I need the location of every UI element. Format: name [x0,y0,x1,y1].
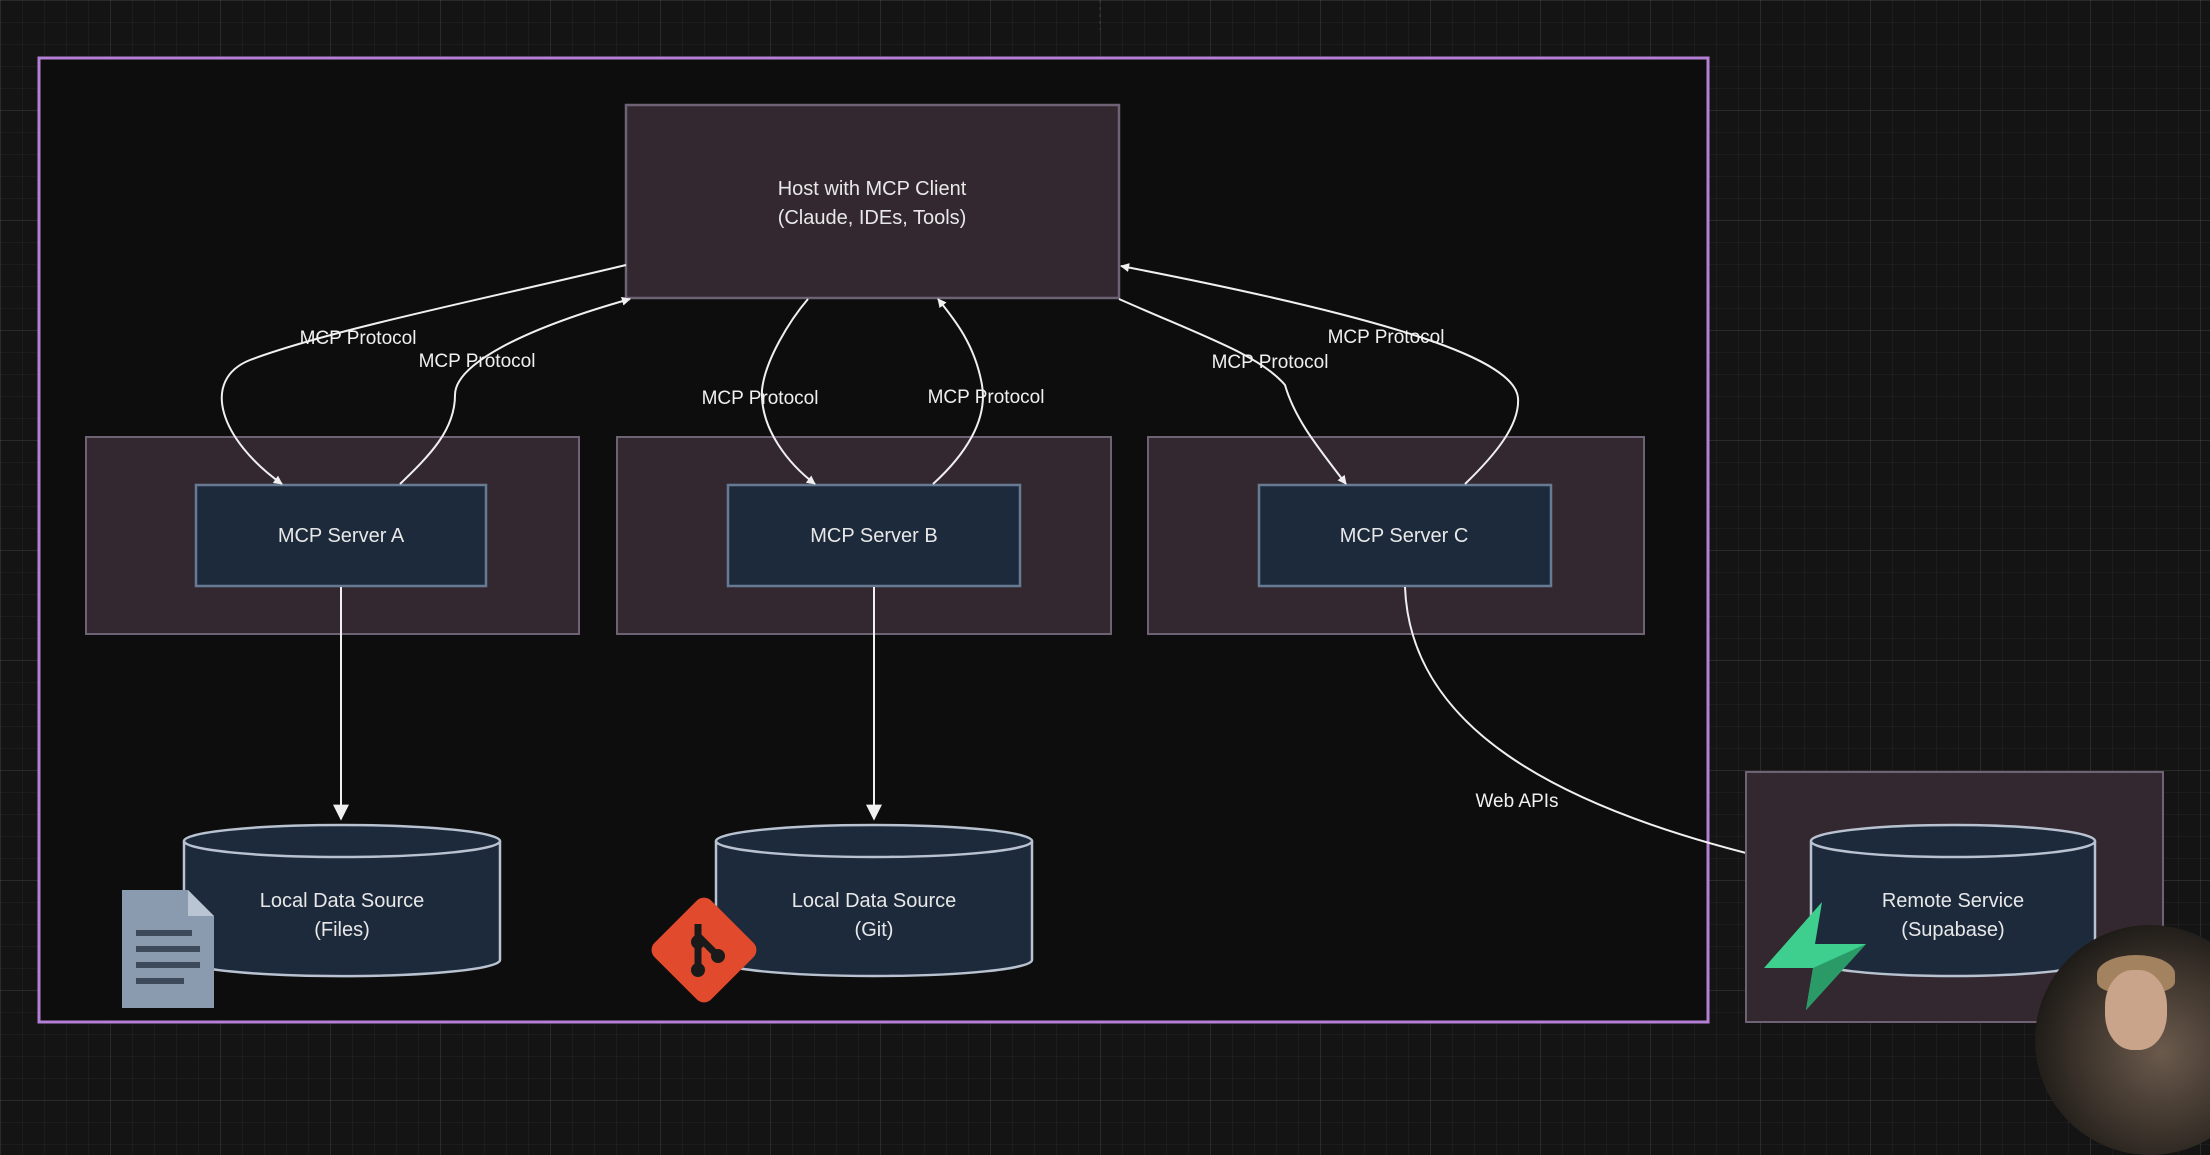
edge-server-b-to-host [932,298,984,485]
protocol-label-host-to-a: MCP Protocol [300,328,417,349]
git-icon [651,897,757,1003]
server-a-label: MCP Server A [278,525,405,547]
server-c-node[interactable]: MCP Server C [1257,483,1553,588]
file-document-icon [122,890,214,1008]
remote-database[interactable]: Remote Service (Supabase) [1809,823,2097,978]
files-database[interactable]: Local Data Source (Files) [182,823,502,978]
git-db-subtitle: (Git) [855,919,894,941]
host-subtitle: (Claude, IDEs, Tools) [778,207,967,229]
server-a-node[interactable]: MCP Server A [194,483,488,588]
git-database[interactable]: Local Data Source (Git) [714,823,1034,978]
server-b-node[interactable]: MCP Server B [726,483,1022,588]
remote-db-title: Remote Service [1882,890,2024,912]
edge-host-to-server-c [1118,298,1347,485]
edge-server-a-to-host [399,296,631,485]
protocol-label-host-to-c: MCP Protocol [1212,352,1329,373]
protocol-label-c-to-host: MCP Protocol [1328,327,1445,348]
protocol-label-a-to-host: MCP Protocol [419,351,536,372]
git-db-title: Local Data Source [792,890,957,912]
remote-db-subtitle: (Supabase) [1901,919,2004,941]
host-title: Host with MCP Client [778,178,967,200]
edge-server-c-to-host [1120,263,1520,485]
presenter-face [2105,970,2167,1050]
protocol-label-host-to-b: MCP Protocol [702,388,819,409]
host-node[interactable]: Host with MCP Client (Claude, IDEs, Tool… [624,103,1121,300]
files-db-title: Local Data Source [260,890,425,912]
architecture-diagram: Host with MCP Client (Claude, IDEs, Tool… [37,0,2164,1024]
edge-host-to-server-b [760,298,816,485]
server-b-label: MCP Server B [810,525,937,547]
edge-host-to-server-a [220,264,627,485]
supabase-icon [1764,902,1866,1010]
files-db-subtitle: (Files) [314,919,370,941]
protocol-label-b-to-host: MCP Protocol [928,387,1045,408]
edge-server-c-to-remote [1404,586,1812,873]
web-api-label: Web APIs [1475,791,1558,812]
server-b-cluster [616,436,1112,635]
server-c-label: MCP Server C [1340,525,1469,547]
